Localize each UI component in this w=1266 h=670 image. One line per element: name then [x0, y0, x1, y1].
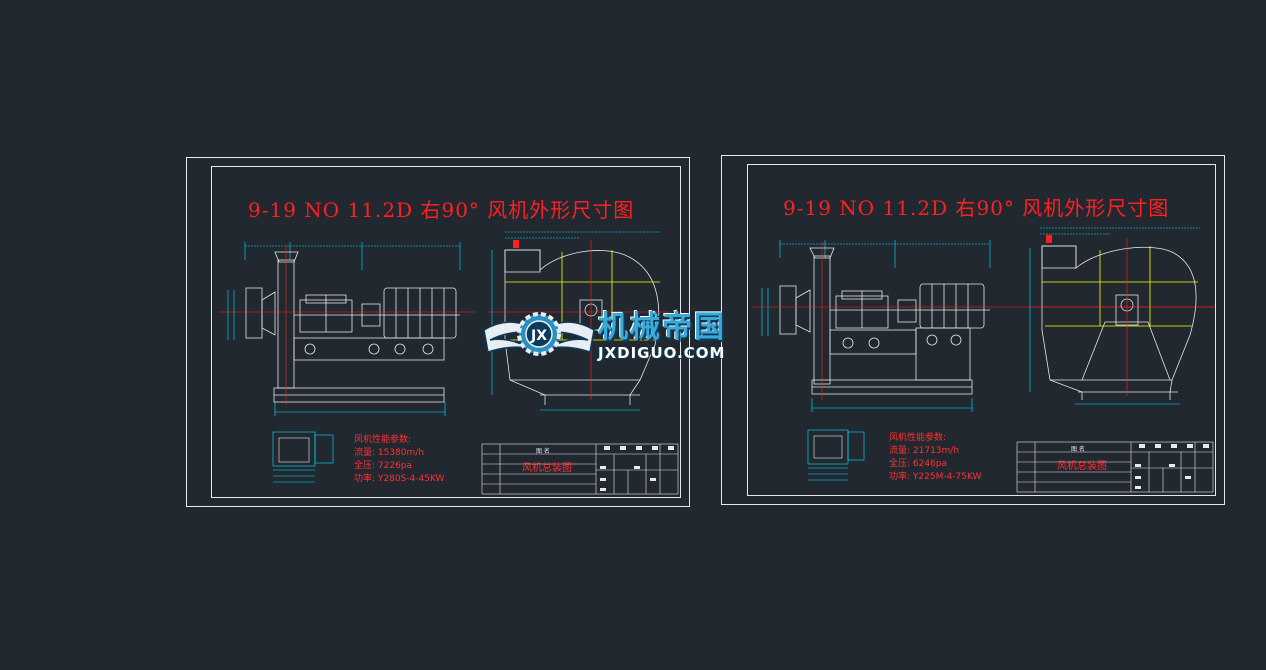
- logo-chinese-text: 机械帝国: [598, 310, 726, 345]
- sheet-1-titleblock-head: 图 名: [536, 448, 550, 455]
- drawing-frame-1: [211, 166, 681, 498]
- params-power: 功率: Y225M-4-75KW: [889, 472, 982, 482]
- logo-url-text: JXDIGUO.COM: [598, 344, 726, 362]
- drawing-sheet-2: [721, 155, 1225, 505]
- drawing-frame-2: [747, 164, 1216, 496]
- sheet-1-title: 9-19 NO 11.2D 右90° 风机外形尺寸图: [248, 198, 635, 222]
- sheet-1-fan-parameters: 风机性能参数: 流量: 15380m/h 全压: 7226pa 功率: Y280…: [354, 434, 444, 486]
- params-header: 风机性能参数:: [354, 435, 412, 445]
- sheet-2-titleblock-head: 图 名: [1071, 446, 1085, 453]
- gear-wings-icon: JX: [483, 312, 595, 356]
- drawing-sheet-1: [186, 157, 690, 507]
- params-pressure: 全压: 6246pa: [889, 459, 948, 469]
- params-pressure: 全压: 7226pa: [354, 461, 413, 471]
- params-header: 风机性能参数:: [889, 433, 947, 443]
- sheet-1-titleblock-name: 风机总装图: [522, 463, 572, 474]
- sheet-2-title: 9-19 NO 11.2D 右90° 风机外形尺寸图: [783, 196, 1170, 220]
- watermark-logo: JX 机械帝国 JXDIGUO.COM: [483, 300, 784, 370]
- sheet-2-titleblock-name: 风机总装图: [1057, 461, 1107, 472]
- params-power: 功率: Y280S-4-45KW: [354, 474, 445, 484]
- logo-badge-text: JX: [530, 328, 547, 344]
- params-flow: 流量: 15380m/h: [354, 448, 425, 458]
- sheet-2-fan-parameters: 风机性能参数: 流量: 21713m/h 全压: 6246pa 功率: Y225…: [889, 432, 982, 484]
- params-flow: 流量: 21713m/h: [889, 446, 960, 456]
